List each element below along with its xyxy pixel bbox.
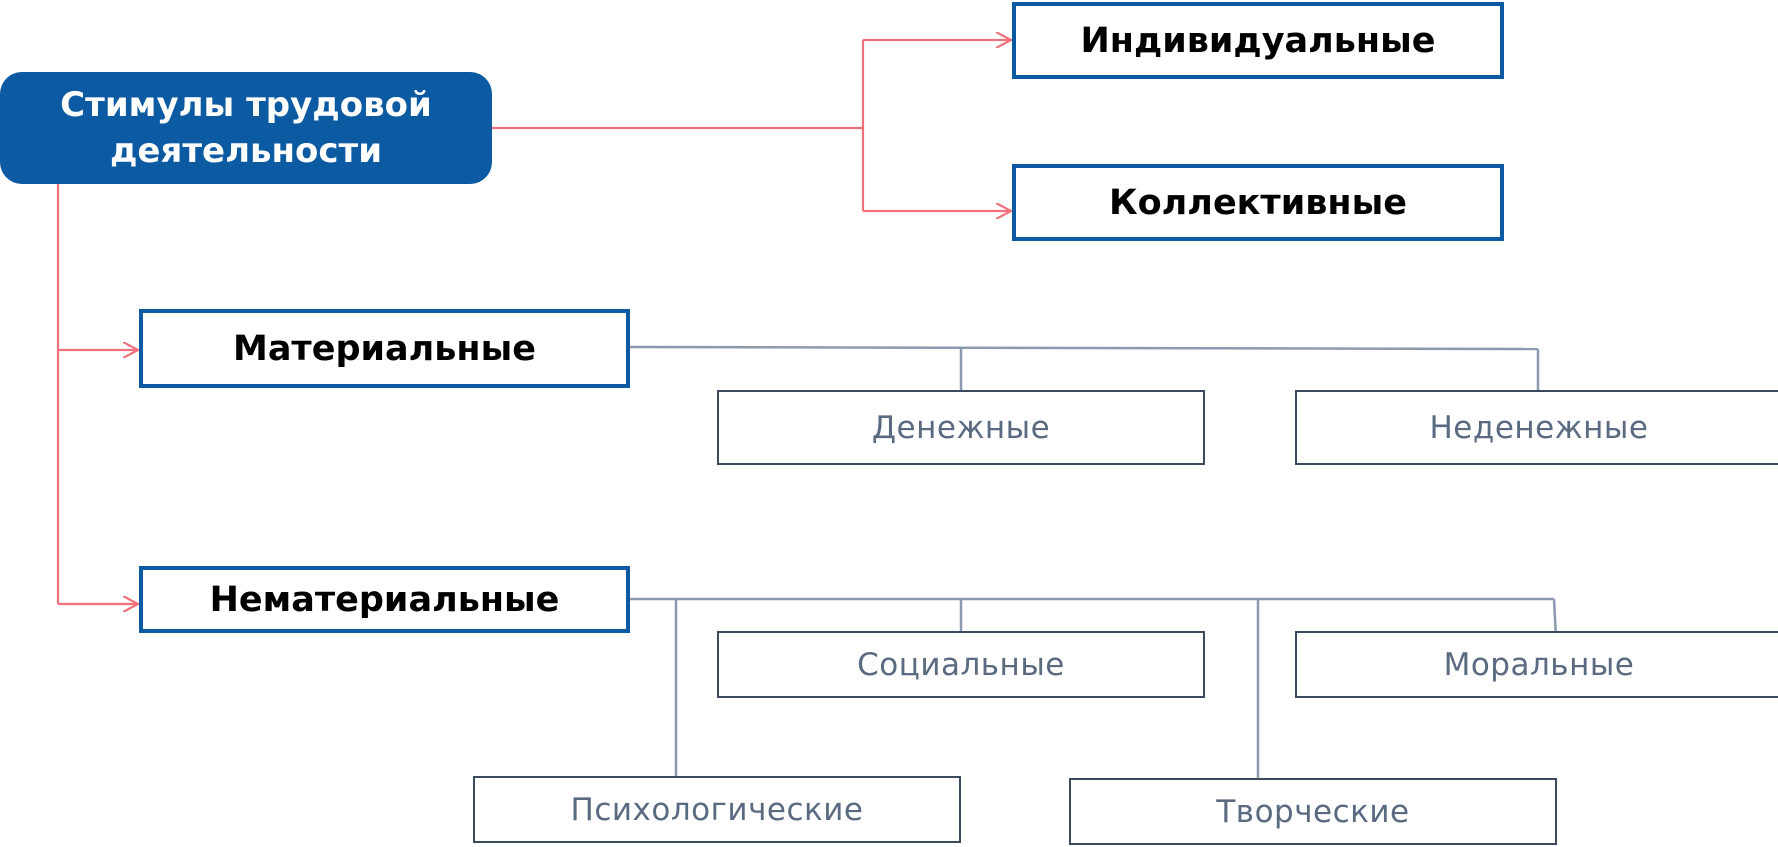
individual-label: Индивидуальные — [1080, 20, 1436, 61]
material-node: Материальные — [139, 309, 630, 388]
material-children-connector — [629, 345, 1540, 390]
root-node: Стимулы трудовой деятельности — [0, 72, 492, 184]
nonmaterial-label: Нематериальные — [209, 579, 560, 620]
root-to-scope-connector — [492, 40, 1010, 211]
money-node: Денежные — [717, 390, 1205, 465]
psychological-label: Психологические — [570, 791, 864, 828]
creative-label: Творческие — [1216, 793, 1410, 830]
nonmoney-label: Неденежные — [1429, 409, 1649, 446]
root-to-type-connector — [56, 184, 137, 604]
collective-node: Коллективные — [1012, 164, 1504, 241]
social-label: Социальные — [857, 646, 1065, 683]
creative-node: Творческие — [1069, 778, 1557, 845]
nonmoney-node: Неденежные — [1295, 390, 1778, 465]
moral-node: Моральные — [1295, 631, 1778, 698]
moral-label: Моральные — [1443, 646, 1635, 683]
social-node: Социальные — [717, 631, 1205, 698]
nonmaterial-node: Нематериальные — [139, 566, 630, 633]
individual-node: Индивидуальные — [1012, 2, 1504, 79]
money-label: Денежные — [871, 409, 1051, 446]
material-label: Материальные — [232, 328, 536, 369]
nonmaterial-children-connector — [630, 597, 1558, 778]
root-label: Стимулы трудовой деятельности — [60, 85, 432, 171]
collective-label: Коллективные — [1109, 182, 1407, 223]
psychological-node: Психологические — [473, 776, 961, 843]
